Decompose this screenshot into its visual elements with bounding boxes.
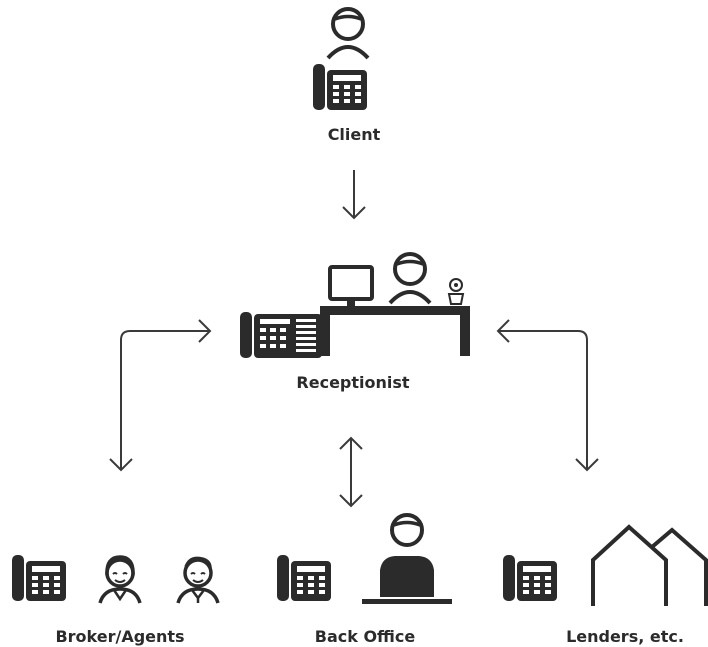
client-label: Client: [327, 125, 381, 144]
broker-agents-node: [12, 555, 220, 605]
arrow-receptionist-lenders: [496, 319, 599, 472]
laptop-icon: [362, 556, 452, 604]
arrow-receptionist-back-office: [339, 436, 363, 508]
lenders-phone-icon: [503, 555, 557, 601]
arrow-client-to-receptionist: [342, 170, 366, 220]
receptionist-person-icon: [388, 252, 432, 305]
male-agent-icon: [176, 556, 220, 605]
client-node: [313, 7, 370, 110]
lenders-node: [503, 524, 708, 606]
broker-agents-label: Broker/Agents: [55, 627, 185, 646]
broker-phone-icon: [12, 555, 66, 601]
arrow-receptionist-broker: [109, 319, 212, 472]
monitor-icon: [328, 265, 374, 309]
client-phone-icon: [313, 64, 367, 110]
back-office-label: Back Office: [314, 627, 416, 646]
receptionist-phone-icon: [240, 312, 322, 358]
back-office-phone-icon: [277, 555, 331, 601]
receptionist-label: Receptionist: [296, 373, 410, 392]
lenders-label: Lenders, etc.: [566, 627, 684, 646]
back-office-person-icon: [390, 513, 424, 547]
buildings-icon: [591, 524, 708, 606]
back-office-node: [277, 513, 452, 604]
desk-icon: [320, 306, 470, 356]
plant-icon: [447, 278, 465, 305]
female-agent-icon: [98, 555, 142, 605]
client-person-icon: [326, 7, 370, 60]
receptionist-node: [240, 252, 470, 358]
